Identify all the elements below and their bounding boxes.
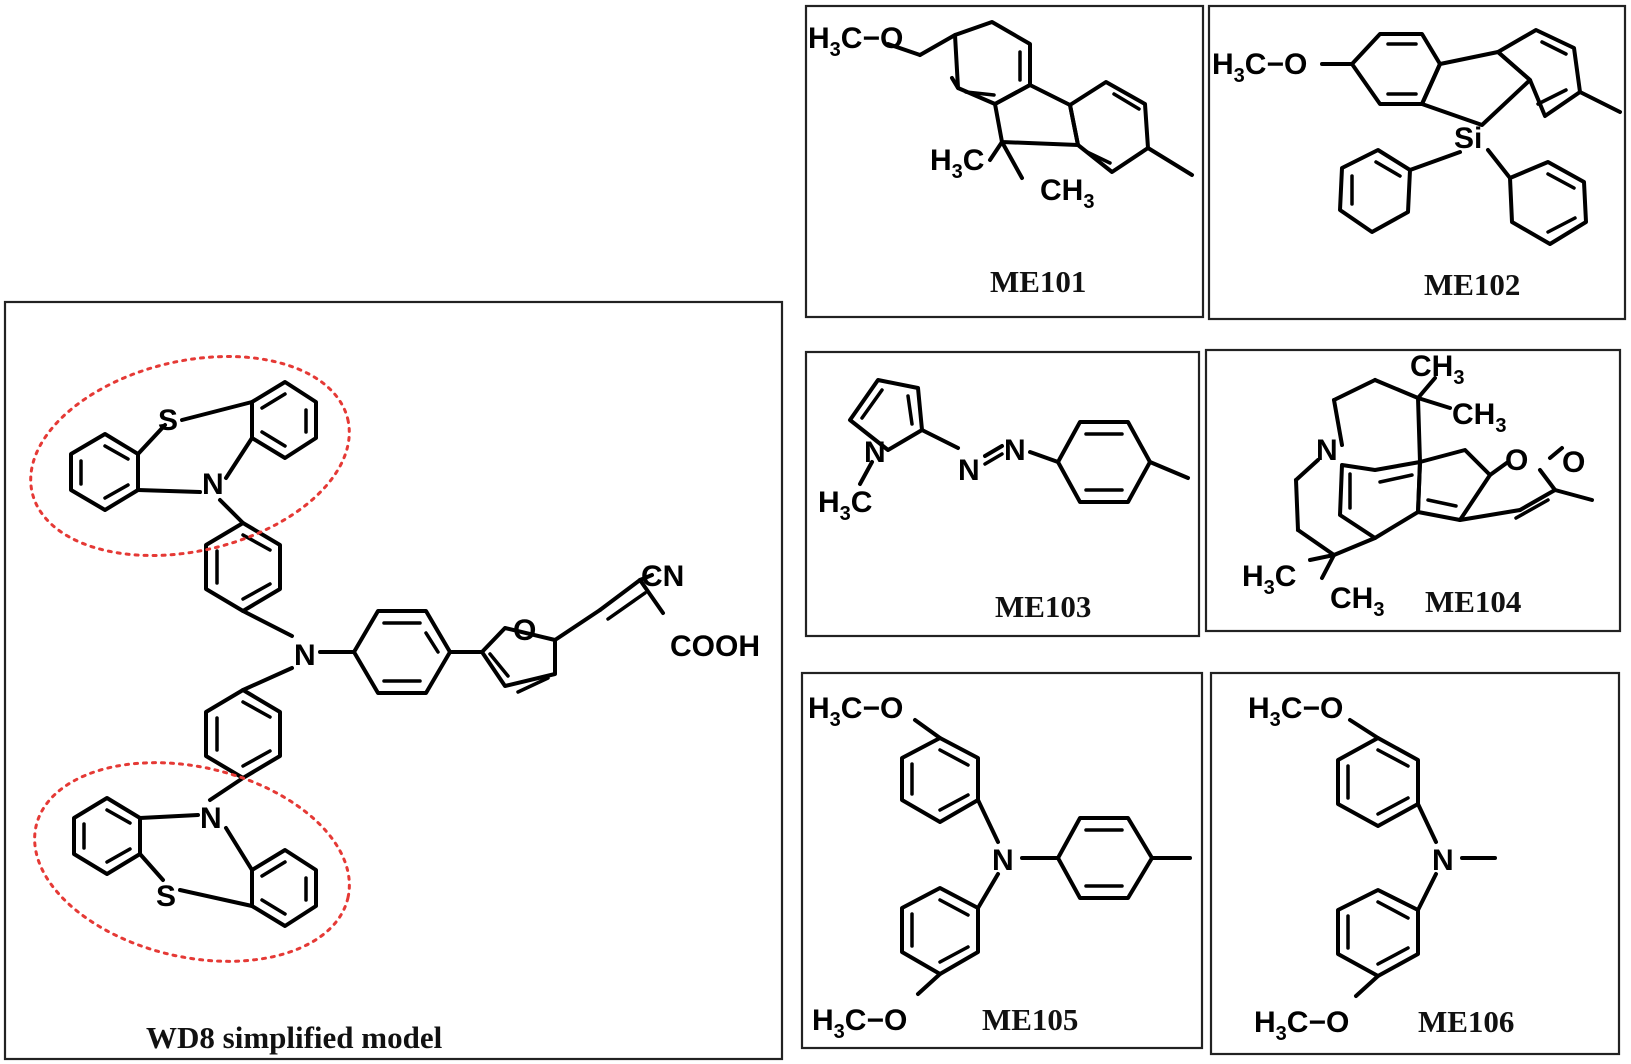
atom-s-upper: S: [158, 404, 178, 437]
panel-frame-me106: [1209, 671, 1621, 1056]
caption-me104: ME104: [1425, 584, 1521, 619]
panel-frame-me104: [1204, 348, 1622, 633]
me101-structure: [886, 20, 1194, 180]
label-h3c-o-top-me105: H3C−O: [808, 692, 903, 731]
atom-n-upper: N: [202, 468, 224, 501]
label-ch3-bottom-me104: CH3: [1330, 582, 1384, 621]
label-h3c-o-me101: H3C−O: [808, 22, 903, 61]
panel-frame-me101: [804, 4, 1205, 319]
caption-me101: ME101: [990, 264, 1086, 299]
caption-wd8: WD8 simplified model: [146, 1020, 443, 1055]
atom-n2-me103: N: [1004, 434, 1026, 467]
atom-n-lower: N: [200, 802, 222, 835]
atom-n-me106: N: [1432, 844, 1454, 877]
atom-n1-me103: N: [958, 454, 980, 487]
label-h3c-o-bottom-me105: H3C−O: [812, 1004, 907, 1043]
wd8-structure: [69, 380, 665, 928]
atom-o-ring-me104: O: [1505, 444, 1528, 477]
highlight-ellipse-upper: [29, 355, 351, 557]
atom-o-carbonyl-me104: O: [1562, 446, 1585, 479]
me103-structure: [848, 378, 1190, 504]
panel-frame-me102: [1207, 4, 1627, 321]
caption-me105: ME105: [982, 1002, 1078, 1037]
panel-frame-me103: [804, 350, 1201, 638]
me102-structure: [1320, 28, 1622, 246]
panel-frame-wd8: [3, 300, 784, 1061]
label-h3c-o-top-me106: H3C−O: [1248, 692, 1343, 731]
atom-n-me104: N: [1316, 434, 1338, 467]
label-h3c-o-me102: H3C−O: [1212, 48, 1307, 87]
me106-structure: [1336, 718, 1497, 998]
caption-me106: ME106: [1418, 1004, 1514, 1039]
label-ch3-me101: CH3: [1040, 174, 1094, 213]
atom-o-furan: O: [513, 614, 536, 647]
me105-structure: [900, 718, 1192, 996]
label-ch3-mid-me104: CH3: [1452, 398, 1506, 437]
label-h3c-o-bottom-me106: H3C−O: [1254, 1006, 1349, 1045]
me104-structure: [1294, 376, 1594, 580]
atom-n-me103: N: [864, 436, 886, 469]
label-h3c-me104: H3C: [1242, 560, 1296, 599]
caption-me103: ME103: [995, 589, 1091, 624]
atom-n-me105: N: [992, 844, 1014, 877]
atom-s-lower: S: [156, 880, 176, 913]
label-ch3-top-me104: CH3: [1410, 350, 1464, 389]
caption-me102: ME102: [1424, 267, 1520, 302]
panel-frame-me105: [800, 671, 1204, 1050]
atom-n-center: N: [294, 639, 316, 672]
label-h3c-me103: H3C: [818, 486, 872, 525]
label-h3c-me101: H3C: [930, 144, 984, 183]
highlight-ellipse-lower: [33, 761, 351, 963]
atom-si-me102: Si: [1454, 122, 1482, 155]
atom-cn: CN: [641, 560, 684, 593]
atom-cooh: COOH: [670, 630, 760, 663]
